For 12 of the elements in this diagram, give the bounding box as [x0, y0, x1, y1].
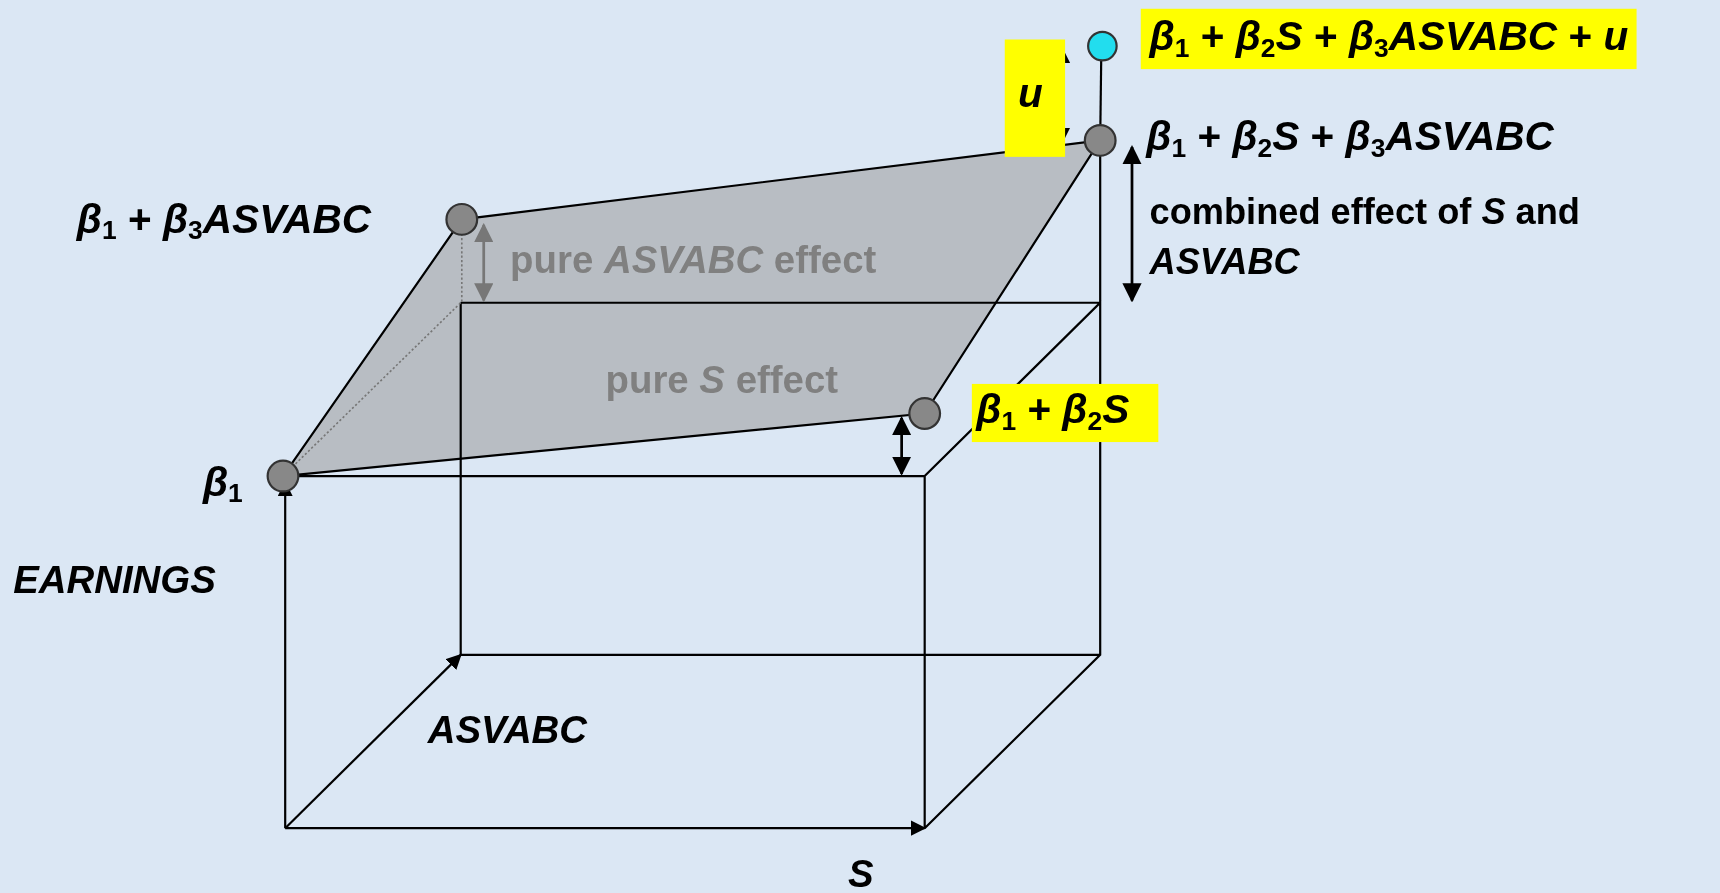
formula-label: β$_{1}$ + β$_{2}$S + β$_{3}$ASVABC + u — [1140, 8, 1637, 70]
effect-label: pure ASVABC effect — [510, 239, 877, 282]
formula-label: β$_{1}$ + β$_{2}$S + β$_{3}$ASVABC — [1146, 115, 1554, 163]
formula-label: β$_{1}$ + β$_{2}$S — [971, 383, 1158, 443]
effect-description: combined effect of S and ASVABC — [1149, 189, 1581, 285]
axis-label: S — [847, 853, 874, 893]
formula-label: β$_{1}$ — [202, 460, 243, 509]
formula-label: β$_{1}$ + β$_{3}$ASVABC — [76, 197, 372, 246]
effect-label: pure S effect — [605, 358, 839, 401]
residual-label: u — [1004, 39, 1065, 157]
axis-label: EARNINGS — [13, 559, 216, 602]
axis-label: ASVABC — [427, 708, 588, 751]
